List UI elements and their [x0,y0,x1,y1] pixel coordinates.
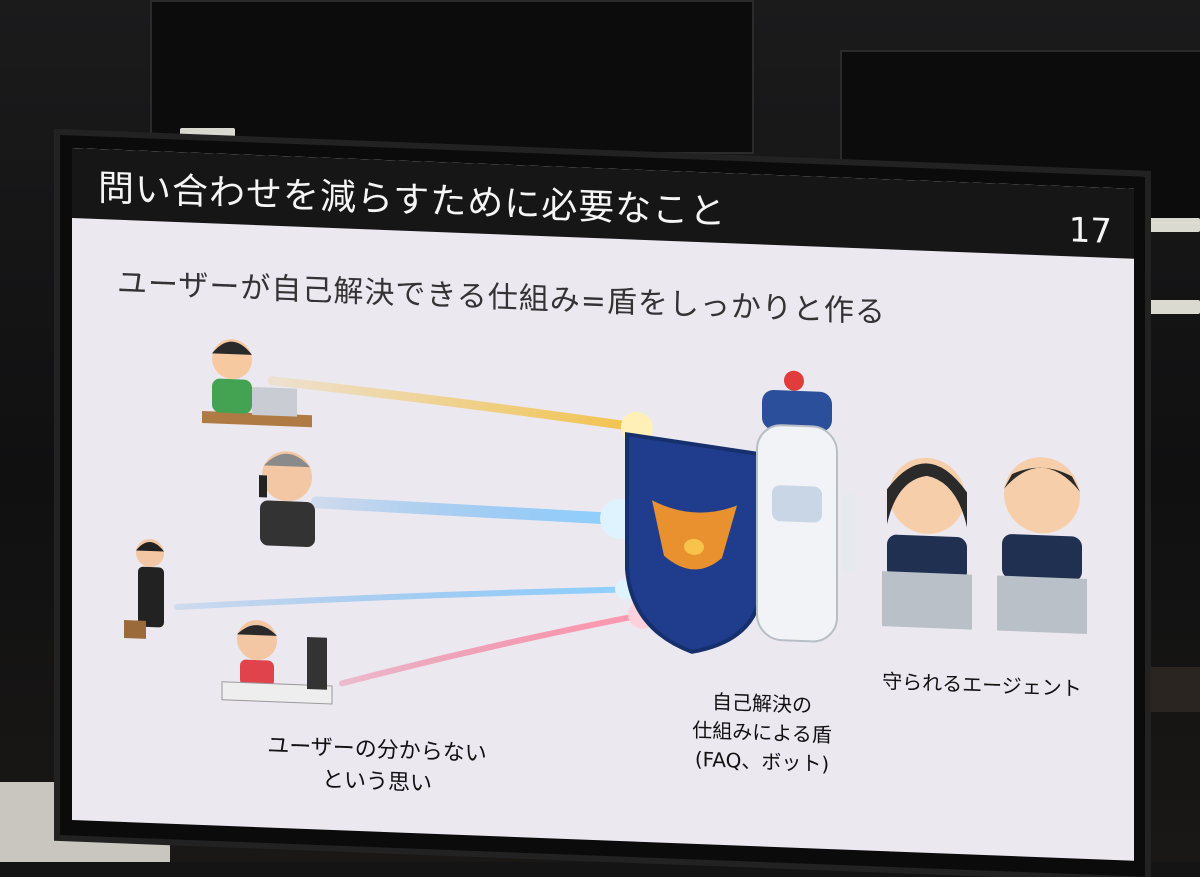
user-child-pc [221,620,333,705]
user-business-woman [124,538,164,639]
slide-screen: 問い合わせを減らすために必要なこと 17 ユーザーが自己解決できる仕組み=盾をし… [72,148,1134,861]
user-laptop-man [202,339,312,428]
caption-users: ユーザーの分からない という思い [267,733,487,797]
beam-blue [311,496,623,525]
shield [625,432,764,654]
window-left [150,0,754,154]
slide-illustration [124,339,1087,705]
caption-shield: 自己解決の 仕組みによる盾 (FAQ、ボット) [692,689,832,777]
agent-man [997,457,1087,634]
beam-pink [339,611,645,687]
user-phone-man [259,451,315,548]
ceiling-light [180,128,235,142]
beam-gold [267,376,647,433]
robot [756,370,856,643]
ceiling-light [1140,300,1200,314]
agent-woman [882,457,972,630]
beam-blue-thin [174,586,630,611]
